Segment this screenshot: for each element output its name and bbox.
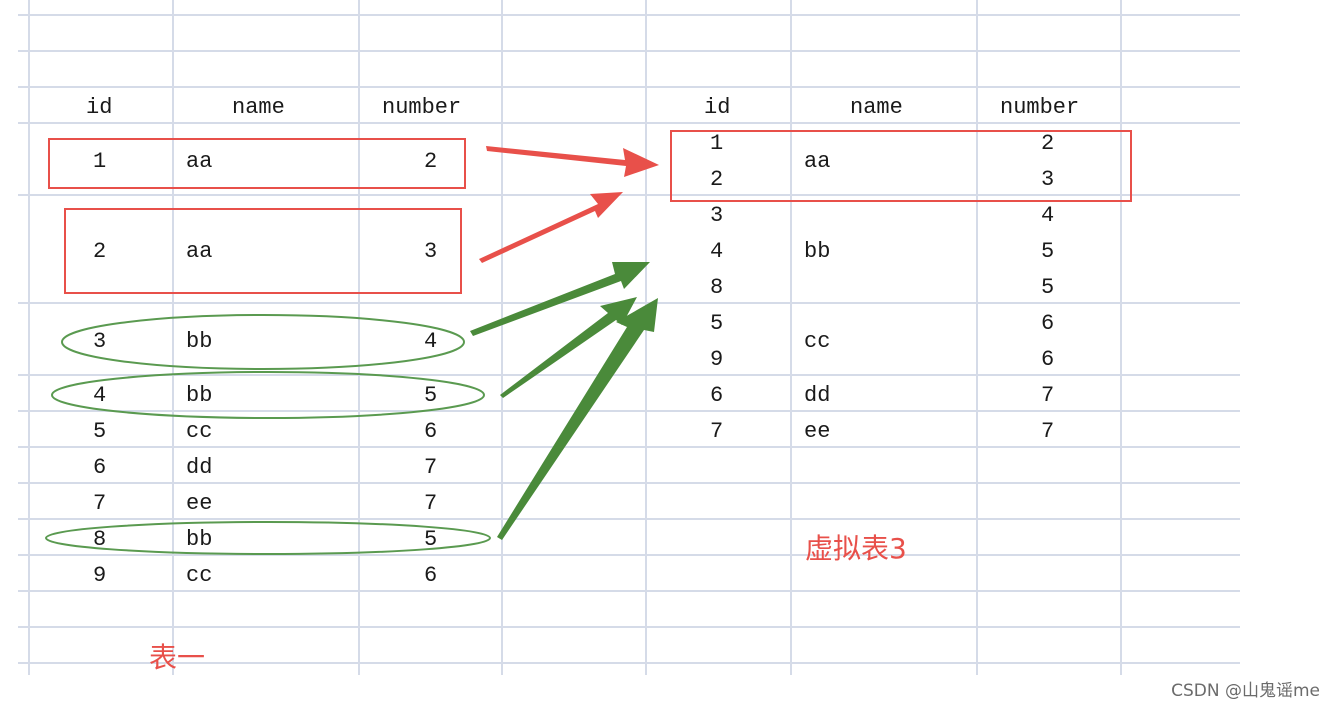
red-arrows — [479, 146, 659, 263]
table3-name-group: aa — [804, 149, 831, 174]
table1-id: 8 — [93, 527, 107, 552]
table1-id: 1 — [93, 149, 107, 174]
highlight-box-row-1 — [48, 138, 466, 189]
table3-header-name: name — [850, 95, 903, 120]
highlight-box-row-2 — [64, 208, 462, 294]
table1-id: 2 — [93, 239, 107, 264]
table1-number: 3 — [424, 239, 438, 264]
table3-name-group: cc — [804, 329, 831, 354]
table3-header-number: number — [1000, 95, 1080, 120]
table1-number: 2 — [424, 149, 438, 174]
table1-id: 7 — [93, 491, 107, 516]
table3-header-id: id — [704, 95, 731, 120]
highlight-ellipse-row-4 — [51, 371, 485, 419]
table3-name-group: bb — [804, 239, 831, 264]
table1-name: bb — [186, 383, 213, 408]
table3-id: 7 — [710, 419, 724, 444]
table3-number: 6 — [1041, 347, 1055, 372]
table1-header-name: name — [232, 95, 285, 120]
table3-number: 7 — [1041, 383, 1055, 408]
table1-id: 4 — [93, 383, 107, 408]
table1-header-number: number — [382, 95, 462, 120]
table1-id: 3 — [93, 329, 107, 354]
table1-header-id: id — [86, 95, 113, 120]
table3-number: 6 — [1041, 311, 1055, 336]
watermark: CSDN @山鬼谣me — [1171, 681, 1320, 701]
table3-number: 2 — [1041, 131, 1055, 156]
table1-name: dd — [186, 455, 213, 480]
table3-id: 9 — [710, 347, 724, 372]
table1-name: cc — [186, 563, 213, 588]
table3-id: 8 — [710, 275, 724, 300]
table3-id: 2 — [710, 167, 724, 192]
table1-name: aa — [186, 149, 213, 174]
table1-id: 9 — [93, 563, 107, 588]
table1-name: aa — [186, 239, 213, 264]
table3-id: 5 — [710, 311, 724, 336]
table1-number: 5 — [424, 383, 438, 408]
table3-number: 7 — [1041, 419, 1055, 444]
table1-name: ee — [186, 491, 213, 516]
table3-id: 6 — [710, 383, 724, 408]
table3-id: 3 — [710, 203, 724, 228]
grid-lines — [18, 0, 1240, 675]
arrow-icon — [479, 192, 623, 263]
green-arrows — [470, 262, 658, 540]
table3-number: 4 — [1041, 203, 1055, 228]
table1-number: 6 — [424, 419, 438, 444]
table1-number: 5 — [424, 527, 438, 552]
highlight-ellipse-row-8 — [45, 521, 491, 555]
table3-number: 5 — [1041, 275, 1055, 300]
table1-name: cc — [186, 419, 213, 444]
table1-id: 5 — [93, 419, 107, 444]
table1-number: 7 — [424, 455, 438, 480]
table1-name: bb — [186, 329, 213, 354]
arrow-icon — [486, 146, 659, 177]
highlight-box-aa-group — [670, 130, 1132, 202]
table3-number: 5 — [1041, 239, 1055, 264]
table1-id: 6 — [93, 455, 107, 480]
table3-number: 3 — [1041, 167, 1055, 192]
arrow-icon — [470, 262, 650, 336]
table1-number: 7 — [424, 491, 438, 516]
arrow-icon — [497, 298, 658, 540]
table3-id: 1 — [710, 131, 724, 156]
table3-name-group: dd — [804, 383, 831, 408]
table3-caption: 虚拟表3 — [805, 532, 907, 565]
highlight-ellipse-row-3 — [61, 314, 465, 370]
table3-name-group: ee — [804, 419, 831, 444]
table1-number: 4 — [424, 329, 438, 354]
table1-caption: 表一 — [149, 641, 206, 674]
arrow-icon — [500, 297, 637, 398]
table1-name: bb — [186, 527, 213, 552]
table1-number: 6 — [424, 563, 438, 588]
table3-id: 4 — [710, 239, 724, 264]
